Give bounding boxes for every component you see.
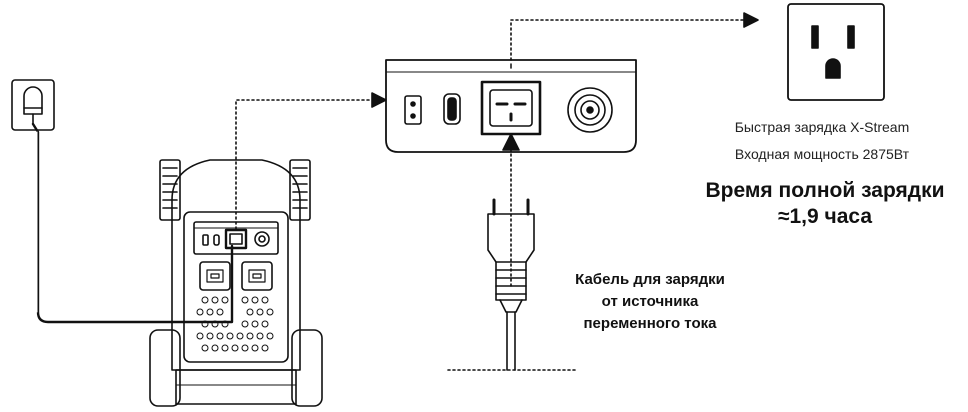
wall-outlet-icon xyxy=(787,3,885,101)
full-charge-time-title: Время полной зарядки xyxy=(705,179,945,202)
ac-input-panel xyxy=(385,59,637,153)
cable-label-line1: Кабель для зарядки xyxy=(575,271,725,288)
input-power-label: Входная мощность 2875Вт xyxy=(734,146,910,162)
fast-charging-label: Быстрая зарядка X-Stream xyxy=(734,119,910,135)
power-cord-line xyxy=(31,122,234,324)
cable-label-line3: переменного тока xyxy=(583,315,717,332)
wall-plug-icon xyxy=(11,79,55,131)
connector-line-to-panel xyxy=(235,99,373,230)
full-charge-time-value: ≈1,9 часа xyxy=(777,205,873,228)
ac-power-cord xyxy=(447,198,576,371)
connector-line-to-outlet xyxy=(510,19,745,61)
cable-label-line2: от источника xyxy=(601,293,699,310)
